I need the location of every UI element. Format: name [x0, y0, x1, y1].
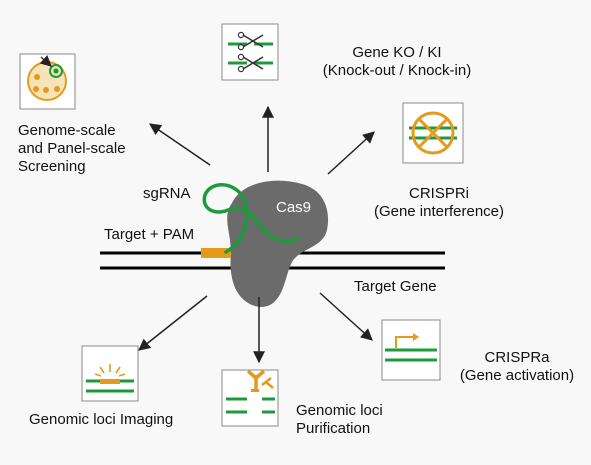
imaging-panel: [81, 345, 139, 402]
target-gene-label: Target Gene: [354, 278, 437, 295]
screening-panel: [19, 53, 76, 110]
arrow-to-crispra: [319, 292, 373, 341]
crispra-panel: [381, 319, 441, 381]
scissors-icon: [237, 31, 264, 51]
purification-label: Genomic loci Purification: [296, 402, 383, 437]
activation-arrow-icon: [395, 333, 419, 348]
arrow-to-crispri: [327, 131, 375, 175]
knockout-panel: [221, 23, 279, 81]
screening-label: Genome-scale and Panel-scale Screening: [18, 122, 126, 175]
arrow-to-screening: [149, 123, 211, 166]
imaging-label: Genomic loci Imaging: [29, 411, 174, 428]
glow-icon: [94, 364, 126, 377]
target-pam-label: Target + PAM: [104, 226, 195, 243]
cas9-protein-shape: [227, 180, 329, 307]
crispri-panel: [402, 102, 464, 164]
purification-panel: [221, 369, 279, 427]
crispri-label: CRISPRi (Gene interference): [373, 185, 505, 220]
knockout-label: Gene KO / KI (Knock-out / Knock-in): [322, 44, 472, 79]
sgrna-strand: [202, 183, 300, 254]
crispra-label: CRISPRa (Gene activation): [459, 349, 575, 384]
cas9-label: Cas9: [276, 199, 312, 216]
scissors-icon: [237, 53, 264, 73]
arrow-to-imaging: [138, 295, 208, 351]
target-cell-icon: [49, 64, 63, 78]
block-icon: [411, 111, 455, 155]
antibody-icon: [246, 369, 274, 392]
sgrna-label: sgRNA: [143, 185, 191, 202]
pam-site: [201, 248, 231, 258]
